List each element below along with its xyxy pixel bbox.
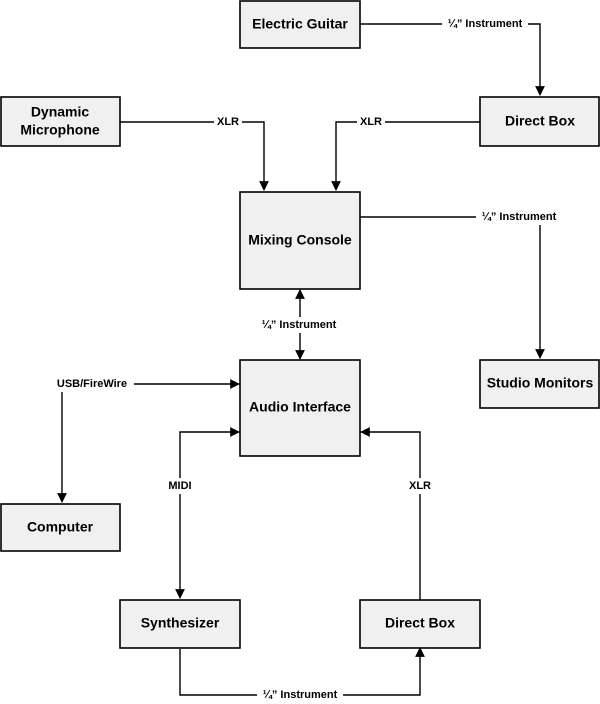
- node-computer: Computer: [0, 503, 121, 552]
- svg-text:¼” Instrument: ¼” Instrument: [263, 689, 338, 701]
- wire-computer-interface: [57, 379, 240, 503]
- label-synth-to-dibox: ¼” Instrument: [257, 687, 343, 703]
- node-studio-monitors: Studio Monitors: [479, 359, 600, 409]
- label-interface-synth: MIDI: [163, 478, 197, 494]
- svg-text:¼” Instrument: ¼” Instrument: [262, 319, 337, 331]
- node-mixing-console: Mixing Console: [239, 191, 361, 290]
- svg-text:Mixing Console: Mixing Console: [248, 232, 352, 248]
- node-direct-box-top: Direct Box: [479, 96, 600, 147]
- svg-text:Direct Box: Direct Box: [505, 113, 575, 129]
- node-electric-guitar: Electric Guitar: [239, 0, 361, 49]
- wire-dibox-to-console: [331, 121, 480, 191]
- label-dibox-to-interface: XLR: [406, 478, 434, 494]
- label-console-interface: ¼” Instrument: [256, 317, 342, 333]
- svg-text:XLR: XLR: [217, 116, 239, 128]
- label-computer-interface: USB/FireWire: [50, 376, 134, 392]
- node-dynamic-microphone: Dynamic Microphone: [0, 96, 121, 147]
- svg-text:Direct Box: Direct Box: [385, 615, 455, 631]
- svg-text:¼” Instrument: ¼” Instrument: [482, 211, 557, 223]
- svg-text:Studio Monitors: Studio Monitors: [487, 375, 594, 391]
- label-console-to-monitors: ¼” Instrument: [476, 209, 562, 225]
- wire-guitar-to-dibox: [360, 23, 545, 96]
- wire-mic-to-console: [120, 121, 269, 191]
- node-synthesizer: Synthesizer: [119, 599, 241, 649]
- node-direct-box-bottom: Direct Box: [359, 599, 481, 649]
- node-audio-interface: Audio Interface: [239, 359, 361, 457]
- svg-text:XLR: XLR: [409, 480, 431, 492]
- svg-text:Audio Interface: Audio Interface: [249, 399, 351, 415]
- svg-text:Dynamic: Dynamic: [31, 104, 90, 120]
- label-dibox-to-console: XLR: [357, 114, 385, 130]
- svg-text:Microphone: Microphone: [20, 122, 100, 138]
- svg-text:Synthesizer: Synthesizer: [141, 615, 220, 631]
- svg-text:USB/FireWire: USB/FireWire: [57, 378, 127, 390]
- wire-interface-synth: [175, 427, 240, 599]
- svg-text:XLR: XLR: [360, 116, 382, 128]
- wire-console-to-monitors: [360, 216, 545, 359]
- svg-text:Computer: Computer: [27, 519, 94, 535]
- svg-text:¼” Instrument: ¼” Instrument: [448, 18, 523, 30]
- svg-text:Electric Guitar: Electric Guitar: [252, 16, 348, 32]
- label-mic-to-console: XLR: [214, 114, 242, 130]
- label-guitar-to-dibox: ¼” Instrument: [442, 16, 528, 32]
- svg-text:MIDI: MIDI: [168, 480, 191, 492]
- wire-dibox-to-interface: [360, 427, 421, 600]
